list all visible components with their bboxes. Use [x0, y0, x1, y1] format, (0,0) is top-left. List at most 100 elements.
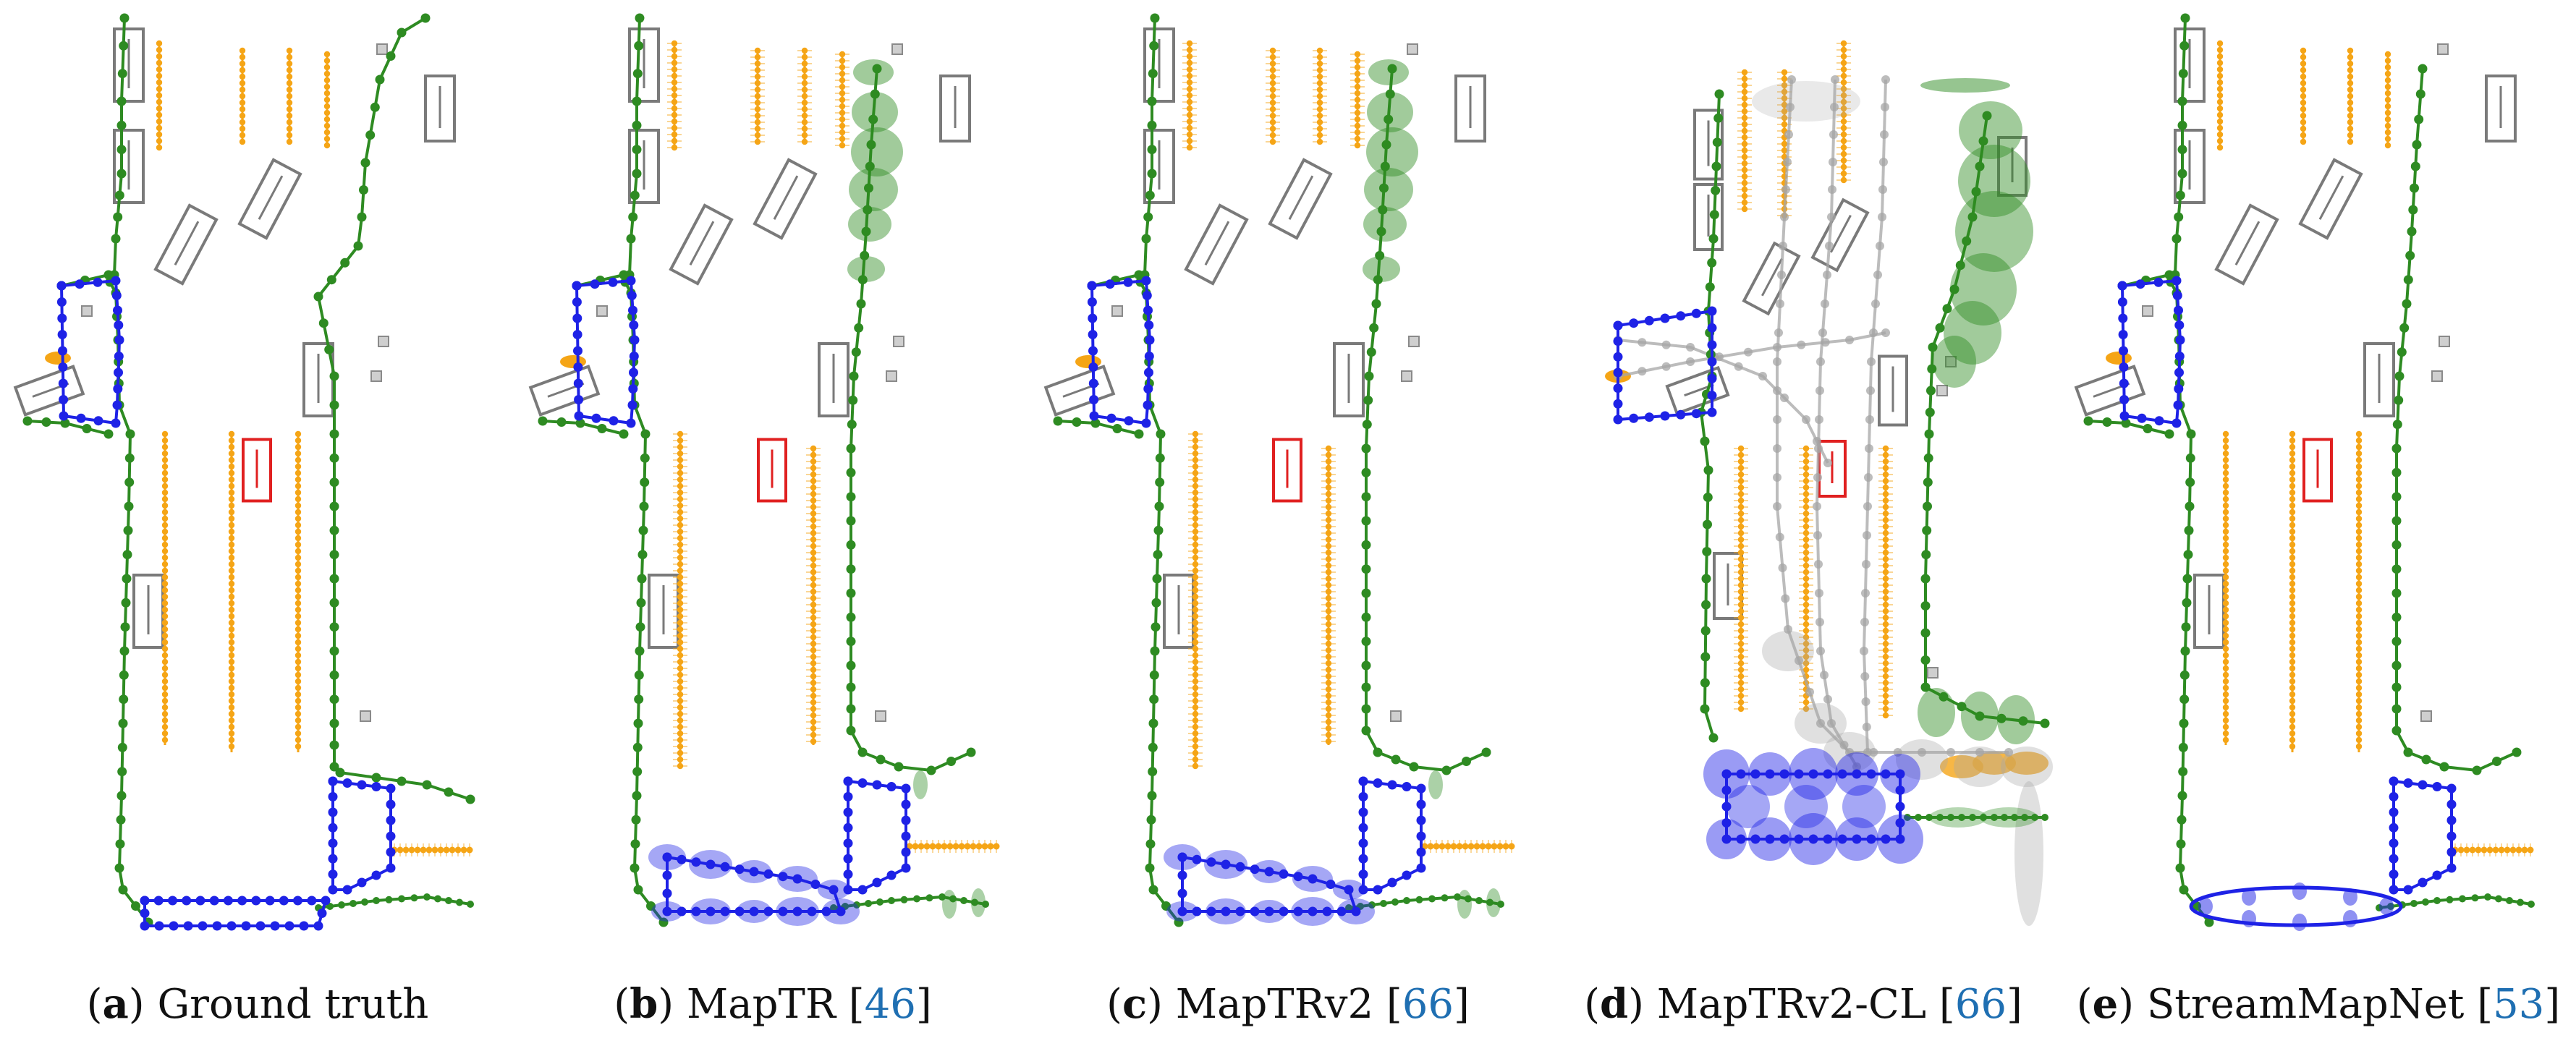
- road-boundary-vertex: [2410, 161, 2420, 171]
- lane-divider-vertex: [2289, 528, 2296, 535]
- caption-ref[interactable]: 66: [1954, 981, 2007, 1028]
- vehicle-box: [669, 203, 734, 286]
- road-boundary-vertex: [866, 140, 876, 150]
- lane-divider-vertex: [161, 723, 169, 731]
- road-boundary-vertex: [2391, 564, 2402, 574]
- pedestrian-crossing-vertex: [807, 906, 817, 916]
- lane-centerline-vertex: [1876, 242, 1884, 250]
- pedestrian-crossing-vertex: [357, 877, 367, 888]
- lane-divider-vertex: [156, 98, 163, 106]
- pedestrian-crossing-vertex: [720, 862, 730, 872]
- lane-divider-vertex: [2355, 509, 2363, 516]
- lane-divider-vertex: [161, 489, 169, 496]
- vehicle-box: [1454, 75, 1486, 143]
- vehicle-box-frame: [1742, 241, 1801, 316]
- lane-centerline-vertex: [1821, 338, 1830, 347]
- road-boundary-vertex: [2186, 429, 2196, 439]
- pedestrian-crossing-vertex: [2137, 413, 2147, 423]
- pedestrian-crossing-vertex: [386, 783, 396, 794]
- lane-divider-uncertainty: [1940, 755, 1983, 778]
- road-boundary-vertex: [329, 694, 339, 705]
- lane-divider-vertex: [2289, 632, 2296, 639]
- road-boundary-vertex: [2391, 492, 2402, 502]
- road-boundary-vertex: [456, 898, 463, 906]
- road-boundary-vertex: [1920, 628, 1931, 638]
- road-boundary-vertex: [2391, 660, 2402, 671]
- pedestrian-crossing-vertex: [662, 870, 672, 880]
- road-boundary-vertex: [2415, 89, 2425, 99]
- lane-divider-vertex: [2222, 509, 2229, 516]
- lane-divider-vertex: [228, 502, 235, 509]
- lane-divider-vertex: [2347, 99, 2354, 106]
- road-boundary-vertex: [646, 901, 656, 911]
- pedestrian-crossing-vertex: [1358, 807, 1368, 817]
- road-boundary-vertex: [113, 212, 123, 222]
- pedestrian-crossing-vertex: [2446, 783, 2457, 794]
- vehicle-box-heading: [689, 221, 715, 265]
- vehicle-box-frame: [2174, 129, 2206, 204]
- pedestrian-crossing-vertex: [342, 885, 352, 895]
- road-boundary-vertex: [326, 275, 336, 285]
- pedestrian-crossing-vertex: [270, 921, 280, 931]
- road-boundary-vertex: [2394, 371, 2405, 381]
- pedestrian-crossing-vertex: [386, 831, 396, 841]
- lane-divider-vertex: [239, 125, 246, 132]
- lane-divider-vertex: [2289, 502, 2296, 509]
- lane-centerline-vertex: [1827, 213, 1836, 221]
- pedestrian-crossing-vertex: [627, 291, 637, 300]
- lane-centerline-vertex: [1878, 213, 1886, 221]
- pedestrian-crossing-vertex: [574, 395, 584, 404]
- lane-divider-vertex: [2355, 430, 2363, 438]
- pedestrian-crossing-vertex: [1402, 870, 1412, 880]
- road-boundary-vertex: [1920, 601, 1931, 611]
- pedestrian-crossing-vertex: [386, 815, 396, 825]
- lane-divider-vertex: [2222, 639, 2229, 646]
- lane-divider-vertex: [2216, 40, 2224, 47]
- vehicle-box: [648, 574, 679, 649]
- lane-divider-vertex: [295, 580, 302, 587]
- road-boundary-vertex: [1711, 161, 1721, 171]
- road-boundary-vertex: [1147, 169, 1157, 179]
- lane-centerline-vertex: [1863, 531, 1871, 540]
- pedestrian-crossing-vertex: [901, 831, 911, 841]
- lane-divider-vertex: [161, 593, 169, 600]
- lane-divider-vertex: [295, 743, 302, 750]
- pedestrian-crossing-vertex: [2119, 395, 2130, 404]
- lane-centerline-vertex: [1879, 158, 1888, 166]
- pedestrian-marker: [596, 305, 608, 317]
- lane-divider-vertex: [161, 443, 169, 451]
- lane-centerline-vertex: [1975, 748, 1984, 757]
- lane-divider-vertex: [2355, 489, 2363, 496]
- road-boundary-vertex: [353, 241, 363, 251]
- lane-divider-vertex: [228, 632, 235, 639]
- road-boundary-vertex: [2391, 726, 2402, 736]
- pedestrian-crossing-vertex: [1779, 769, 1789, 779]
- pedestrian-marker: [360, 710, 371, 722]
- pedestrian-crossing-uncertainty: [822, 898, 860, 924]
- caption-ref[interactable]: 46: [864, 981, 916, 1028]
- lane-divider-vertex: [161, 541, 169, 548]
- caption-ref[interactable]: 53: [2493, 981, 2545, 1028]
- caption-ref[interactable]: 66: [1402, 981, 1454, 1028]
- road-boundary-vertex: [854, 323, 864, 333]
- lane-centerline-vertex: [1795, 656, 1803, 665]
- road-boundary-vertex: [1978, 136, 1988, 146]
- road-boundary-vertex: [846, 540, 856, 550]
- road-boundary-uncertainty: [1918, 688, 1955, 737]
- pedestrian-crossing-vertex: [76, 413, 86, 423]
- road-boundary-vertex: [1923, 501, 1932, 511]
- road-boundary-vertex: [1409, 762, 1419, 772]
- road-boundary-vertex: [360, 158, 370, 168]
- lane-divider-vertex: [323, 77, 331, 84]
- lane-divider-vertex: [2355, 600, 2363, 607]
- lane-centerline-vertex: [1820, 671, 1829, 680]
- lane-divider-vertex: [2300, 54, 2307, 61]
- road-boundary-vertex: [1709, 210, 1719, 220]
- vehicle-box: [1163, 574, 1195, 649]
- lane-divider-vertex: [2300, 80, 2307, 87]
- lane-centerline-vertex: [1786, 103, 1795, 111]
- pedestrian-crossing-vertex: [113, 305, 122, 315]
- lane-divider-vertex: [161, 639, 169, 646]
- vehicle-box-frame: [113, 27, 145, 103]
- road-boundary-vertex: [1345, 904, 1352, 911]
